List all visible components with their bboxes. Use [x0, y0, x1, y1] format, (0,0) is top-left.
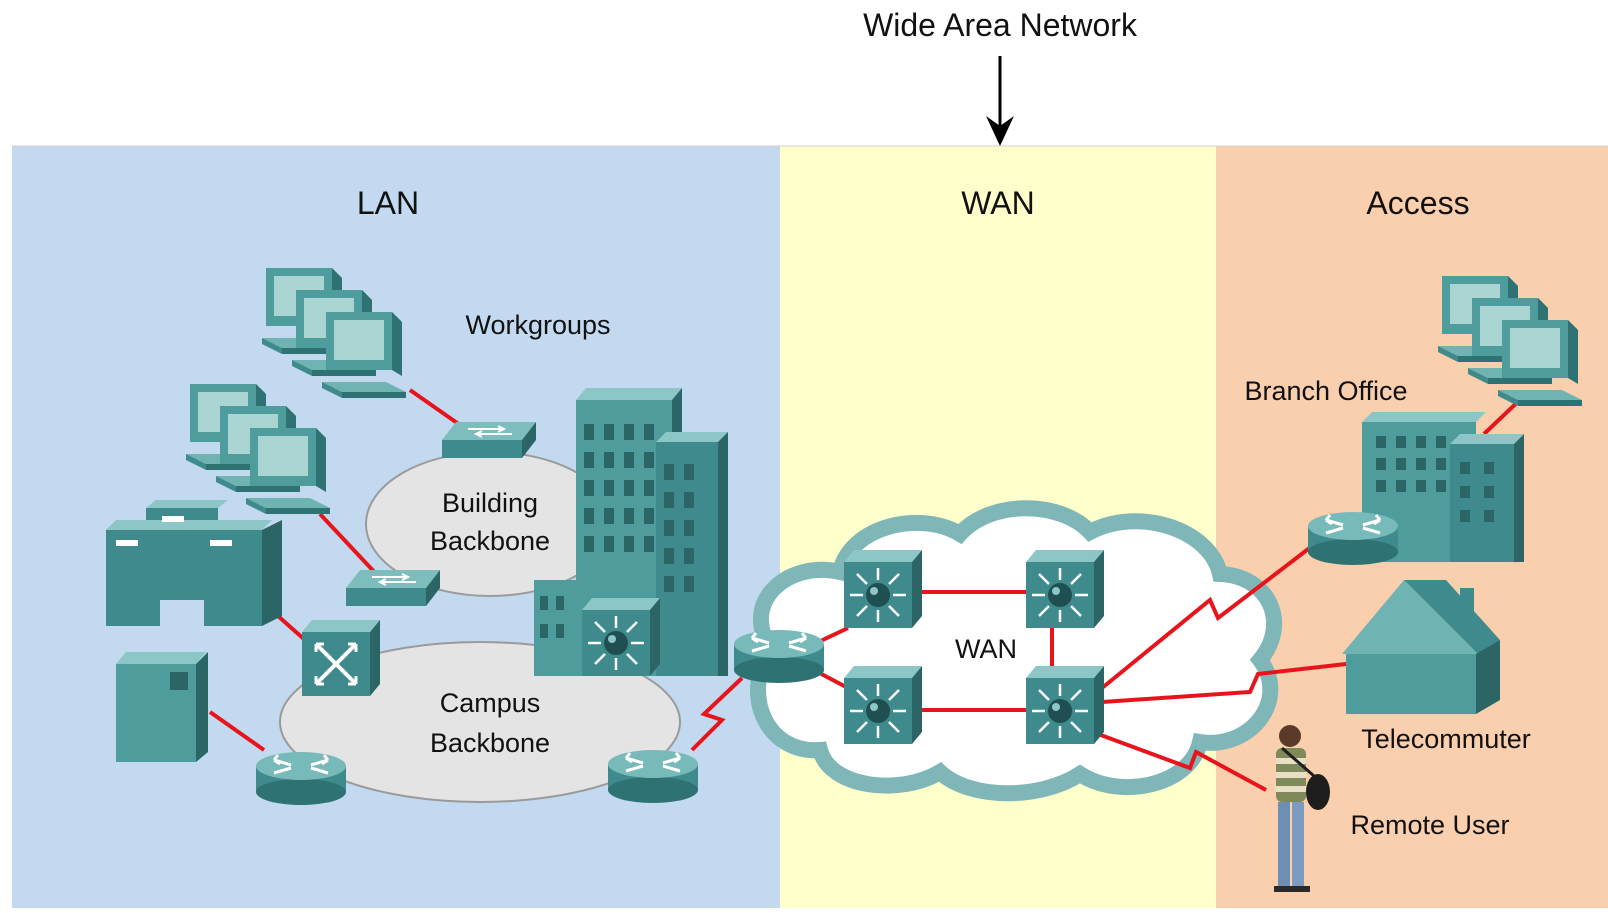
building-multilayer-switch-icon	[580, 596, 662, 678]
top-label: Wide Area Network	[863, 7, 1138, 43]
access-title: Access	[1366, 185, 1469, 221]
wan-edge-router-icon	[732, 628, 826, 685]
person-icon	[1274, 725, 1330, 892]
wan-cloud-label: WAN	[955, 634, 1017, 664]
wan-switch-bottom-right-icon	[1024, 664, 1106, 746]
workgroup-switch-bottom-icon	[345, 569, 441, 607]
wan-switch-top-right-icon	[1024, 548, 1106, 630]
server-icon	[116, 652, 208, 762]
building-backbone-label-line1: Building	[442, 488, 538, 518]
wan-switch-bottom-left-icon	[842, 664, 924, 746]
arrow-head-icon	[986, 116, 1014, 146]
branch-router-icon	[1306, 510, 1400, 567]
atm-switch-icon	[300, 618, 382, 698]
campus-router-right-icon	[606, 748, 700, 805]
remote-user-label: Remote User	[1350, 810, 1509, 840]
campus-backbone-label-line1: Campus	[440, 688, 541, 718]
workgroups-label: Workgroups	[465, 310, 610, 340]
mainframe-icon	[106, 500, 282, 626]
wan-title: WAN	[961, 185, 1034, 221]
campus-backbone-label-line2: Backbone	[430, 728, 550, 758]
workgroup-switch-top-icon	[441, 421, 537, 459]
lan-title: LAN	[357, 185, 419, 221]
telecommuter-label: Telecommuter	[1361, 724, 1531, 754]
house-icon	[1342, 580, 1500, 714]
wan-switch-top-left-icon	[842, 548, 924, 630]
building-backbone-label-line2: Backbone	[430, 526, 550, 556]
branch-office-label: Branch Office	[1244, 376, 1407, 406]
campus-router-left-icon	[254, 750, 348, 807]
